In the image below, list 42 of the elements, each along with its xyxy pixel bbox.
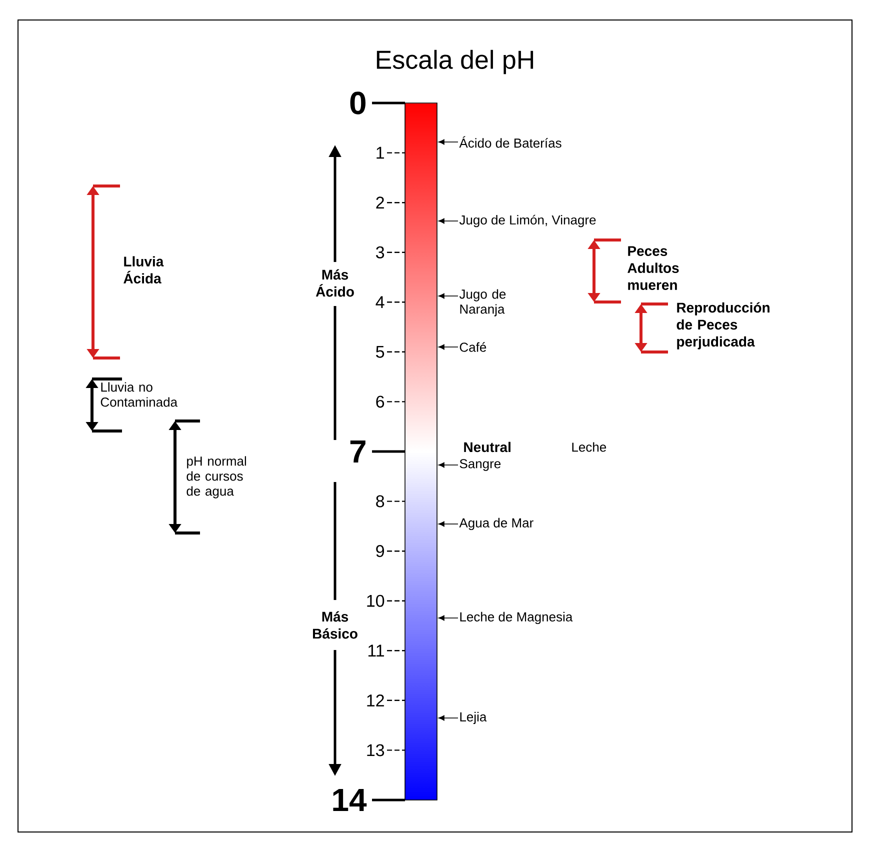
title: Escala del pH — [376, 50, 534, 74]
scale-number: 0 — [350, 92, 366, 114]
tick-number: 3 — [376, 246, 384, 258]
tick-number: 13 — [367, 744, 384, 756]
leader-arrow — [438, 521, 458, 527]
range-label: Lluvia Ácida — [124, 256, 164, 284]
note-label: Leche — [572, 442, 606, 452]
leader-arrow — [438, 293, 458, 299]
tick-number: 10 — [367, 594, 384, 607]
range-label: Peces Adultos mueren — [628, 246, 679, 290]
tick-number: 12 — [367, 694, 384, 706]
tick-number: 6 — [376, 396, 384, 408]
range-label: Lluvia no Contaminada — [100, 382, 178, 407]
tick-number: 1 — [376, 146, 384, 159]
substance-label: Lejia — [460, 712, 487, 724]
tick-number: 8 — [376, 495, 384, 508]
leader-arrow — [438, 715, 458, 721]
direction-label: Más Ácido — [316, 269, 354, 297]
substance-label: Leche de Magnesia — [460, 612, 573, 624]
range-label: Reproducción de Peces perjudicada — [676, 302, 770, 350]
tick-number: 5 — [376, 346, 384, 358]
scale-number: 14 — [333, 789, 367, 811]
direction-label: Más Básico — [313, 611, 358, 639]
neutral-label: Neutral — [464, 442, 510, 452]
substance-label: Jugo de Limón, Vinagre — [459, 214, 596, 228]
substance-label: Sangre — [460, 459, 501, 471]
substance-label: Ácido de Baterías — [459, 136, 562, 148]
substance-label: Jugo de Naranja — [459, 289, 506, 316]
tick-number: 11 — [368, 644, 384, 656]
tick-number: 4 — [376, 296, 384, 308]
leader-arrow — [438, 344, 458, 350]
leader-arrow — [438, 615, 458, 621]
tick-number: 2 — [376, 196, 384, 208]
tick-number: 9 — [376, 545, 384, 558]
substance-label: Café — [460, 342, 486, 352]
substance-label: Agua de Mar — [459, 518, 534, 530]
leader-arrow — [438, 462, 458, 468]
ph-color-bar — [404, 102, 438, 800]
range-label: pH normal de cursos de agua — [186, 456, 246, 498]
leader-arrow — [438, 218, 458, 224]
leader-arrow — [438, 139, 458, 145]
scale-number: 7 — [350, 440, 366, 462]
